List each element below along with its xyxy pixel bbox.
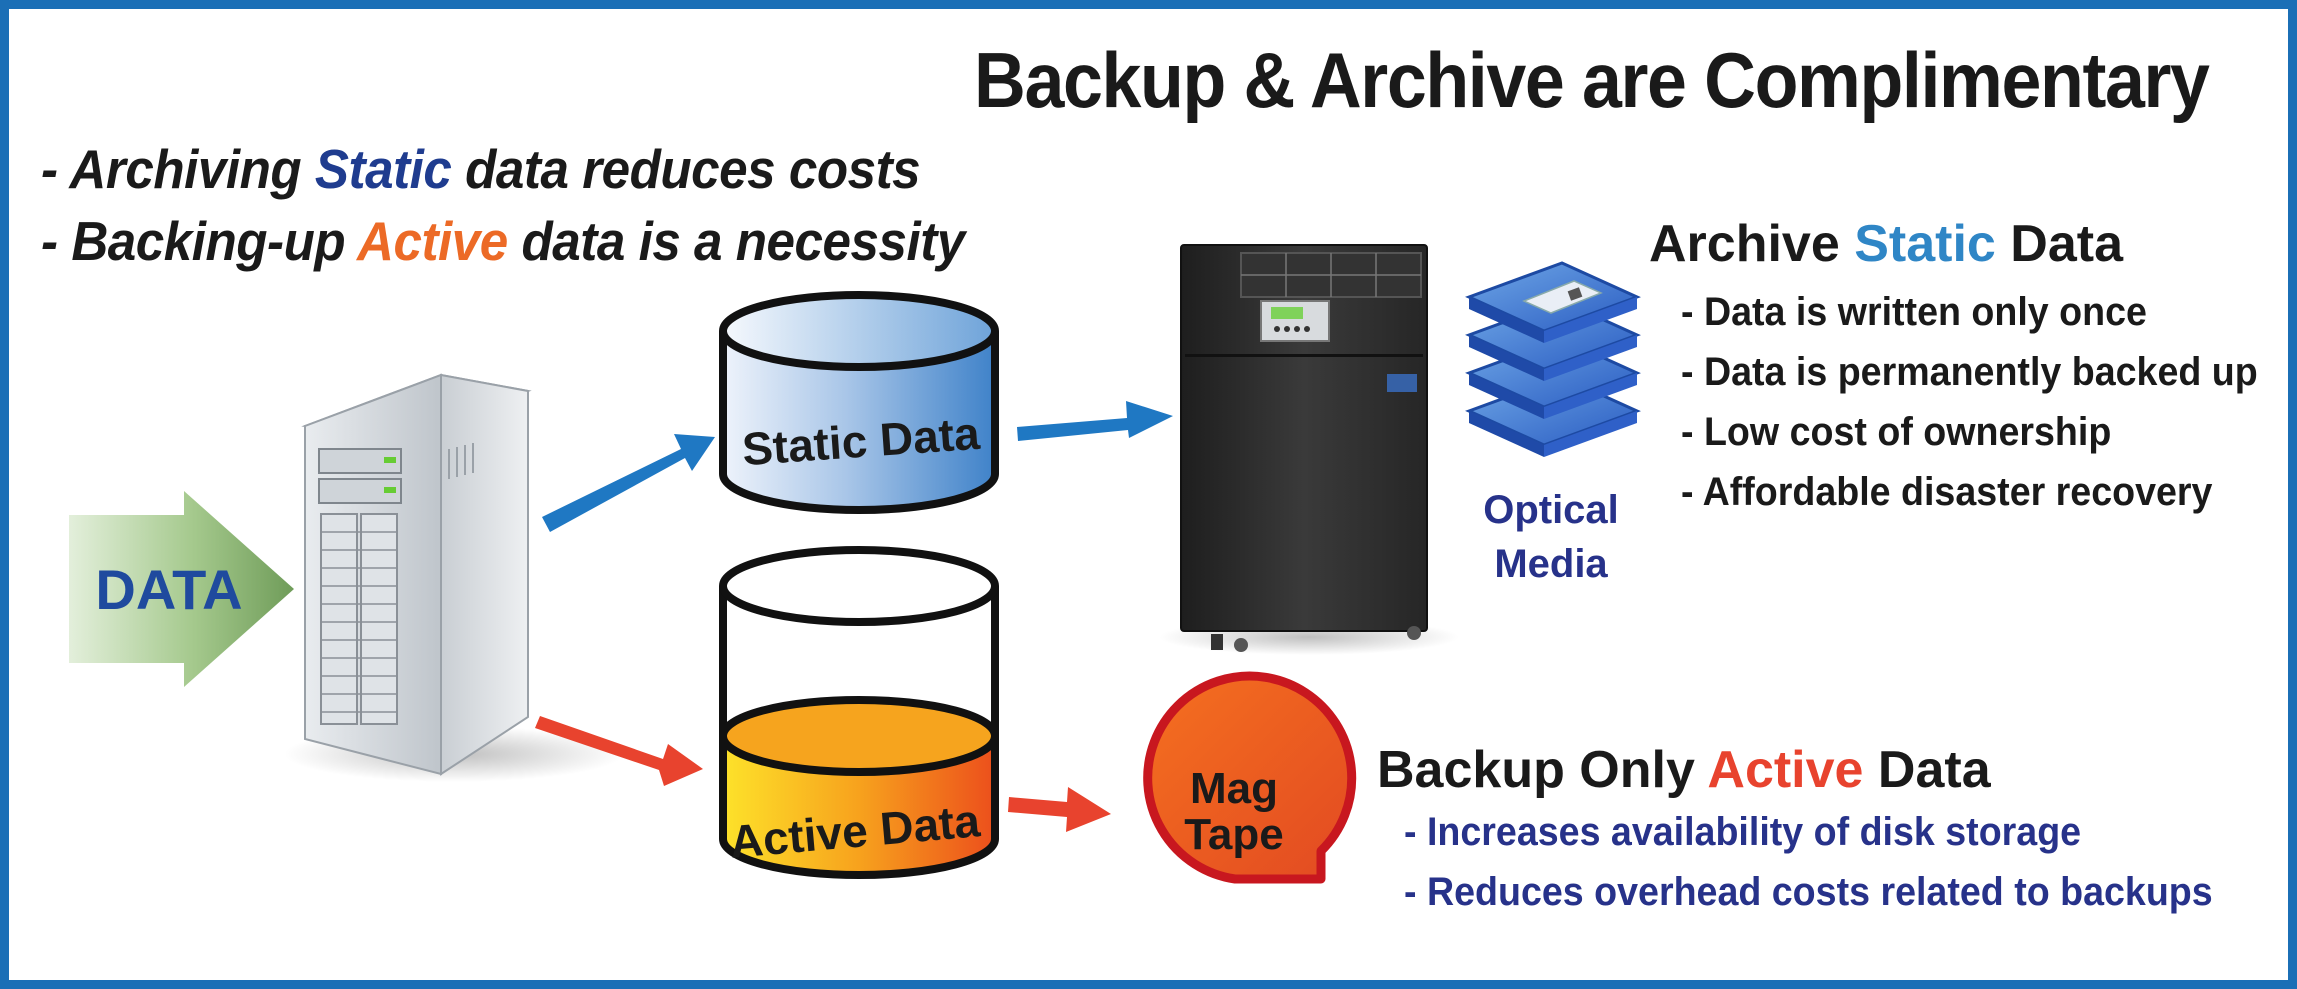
intro-line1-keyword: Static <box>314 138 452 200</box>
backup-heading-keyword: Active <box>1707 741 1864 799</box>
archive-flow-arrow <box>1017 401 1173 441</box>
mag-tape-icon: Mag Tape <box>1143 671 1357 884</box>
data-arrow-label: DATA <box>95 558 242 621</box>
intro-line-archiving: - Archiving Static data reduces costs <box>41 137 921 201</box>
intro-line1-pre: - Archiving <box>41 138 315 200</box>
static-flow-arrow <box>542 434 715 532</box>
tape-flow-arrow <box>1008 787 1111 832</box>
server-icon <box>284 373 624 782</box>
backup-bullet-list: - Increases availability of disk storage… <box>1404 802 2264 922</box>
intro-line1-post: data reduces costs <box>451 138 921 200</box>
optical-label-line2: Media <box>1494 542 1608 586</box>
optical-label-line1: Optical <box>1483 488 1619 532</box>
archive-bullet: - Data is permanently backed up <box>1681 350 2258 394</box>
archive-bullet: - Affordable disaster recovery <box>1681 470 2213 514</box>
backup-heading-pre: Backup Only <box>1377 741 1708 799</box>
backup-bullet: - Reduces overhead costs related to back… <box>1404 870 2213 914</box>
archive-heading-post: Data <box>1995 215 2123 273</box>
archive-heading-pre: Archive <box>1649 215 1855 273</box>
intro-line2-keyword: Active <box>357 210 508 272</box>
data-input-arrow: DATA <box>69 491 294 687</box>
intro-line2-pre: - Backing-up <box>41 210 358 272</box>
tape-label-line1: Mag <box>1190 764 1278 813</box>
archive-heading-keyword: Static <box>1854 215 1996 273</box>
backup-heading: Backup Only Active Data <box>1377 740 1991 800</box>
optical-media-icon: Optical Media <box>1465 261 1641 586</box>
archive-bullet: - Data is written only once <box>1681 290 2147 334</box>
active-flow-arrow <box>535 716 703 786</box>
page-title: Backup & Archive are Complimentary <box>974 36 2210 124</box>
active-data-cylinder: Active Data <box>719 546 999 879</box>
archive-bullet: - Low cost of ownership <box>1681 410 2112 454</box>
intro-line2-post: data is a necessity <box>507 210 966 272</box>
archive-appliance-icon <box>1159 244 1459 655</box>
static-data-cylinder: Static Data <box>719 291 999 514</box>
backup-heading-post: Data <box>1863 741 1991 799</box>
tape-label-line2: Tape <box>1184 810 1283 859</box>
intro-line-backing-up: - Backing-up Active data is a necessity <box>41 209 965 273</box>
backup-bullet: - Increases availability of disk storage <box>1404 810 2082 854</box>
diagram-canvas: DATA <box>69 244 1641 884</box>
archive-bullet-list: - Data is written only once - Data is pe… <box>1681 282 2288 522</box>
archive-heading: Archive Static Data <box>1649 214 2123 274</box>
